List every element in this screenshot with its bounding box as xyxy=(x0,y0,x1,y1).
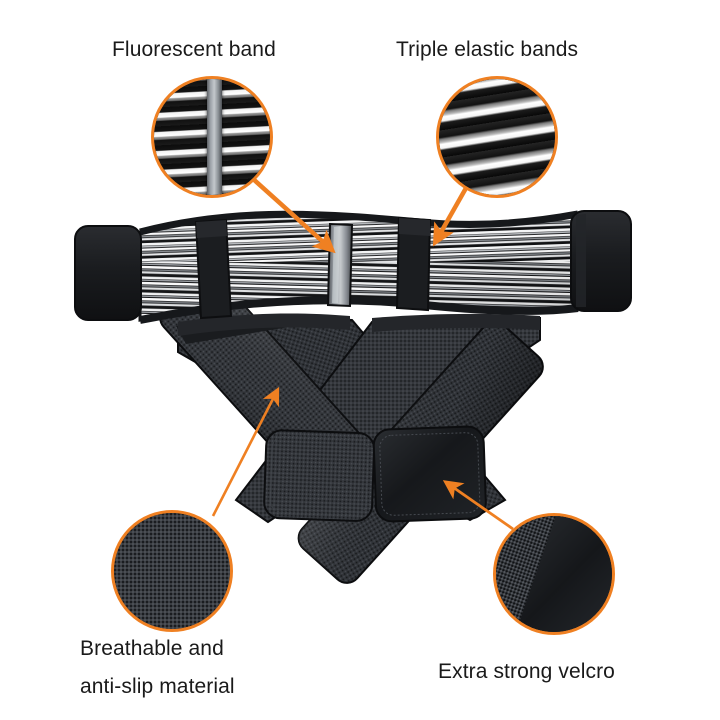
label-breathable-line1: Breathable and xyxy=(80,637,224,660)
belt-end-tab-left xyxy=(74,225,142,321)
upper-belt xyxy=(74,210,632,324)
belt-vertical-loops xyxy=(194,216,432,320)
callout-circle-fluorescent-band xyxy=(151,76,273,198)
callout-circle-extra-strong-velcro xyxy=(493,513,615,635)
wing-edge-left xyxy=(178,313,350,336)
callout-circle-breathable-material xyxy=(111,510,233,632)
fluorescent-strip-detail xyxy=(207,79,223,195)
label-fluorescent-band: Fluorescent band xyxy=(112,38,276,61)
belt-loop-right xyxy=(395,216,432,312)
label-triple-elastic-bands: Triple elastic bands xyxy=(396,38,579,61)
strap-tip-left xyxy=(263,429,376,522)
strap-tips xyxy=(263,425,487,523)
label-extra-strong-velcro: Extra strong velcro xyxy=(438,660,615,683)
strap-tip-right-velcro xyxy=(372,425,487,523)
callout-circle-triple-elastic-bands xyxy=(436,76,558,198)
strap-wings xyxy=(176,313,540,344)
label-breathable-line2: anti-slip material xyxy=(80,675,235,698)
wing-edge-right xyxy=(372,313,540,332)
fluorescent-reflective-strip xyxy=(326,222,354,308)
